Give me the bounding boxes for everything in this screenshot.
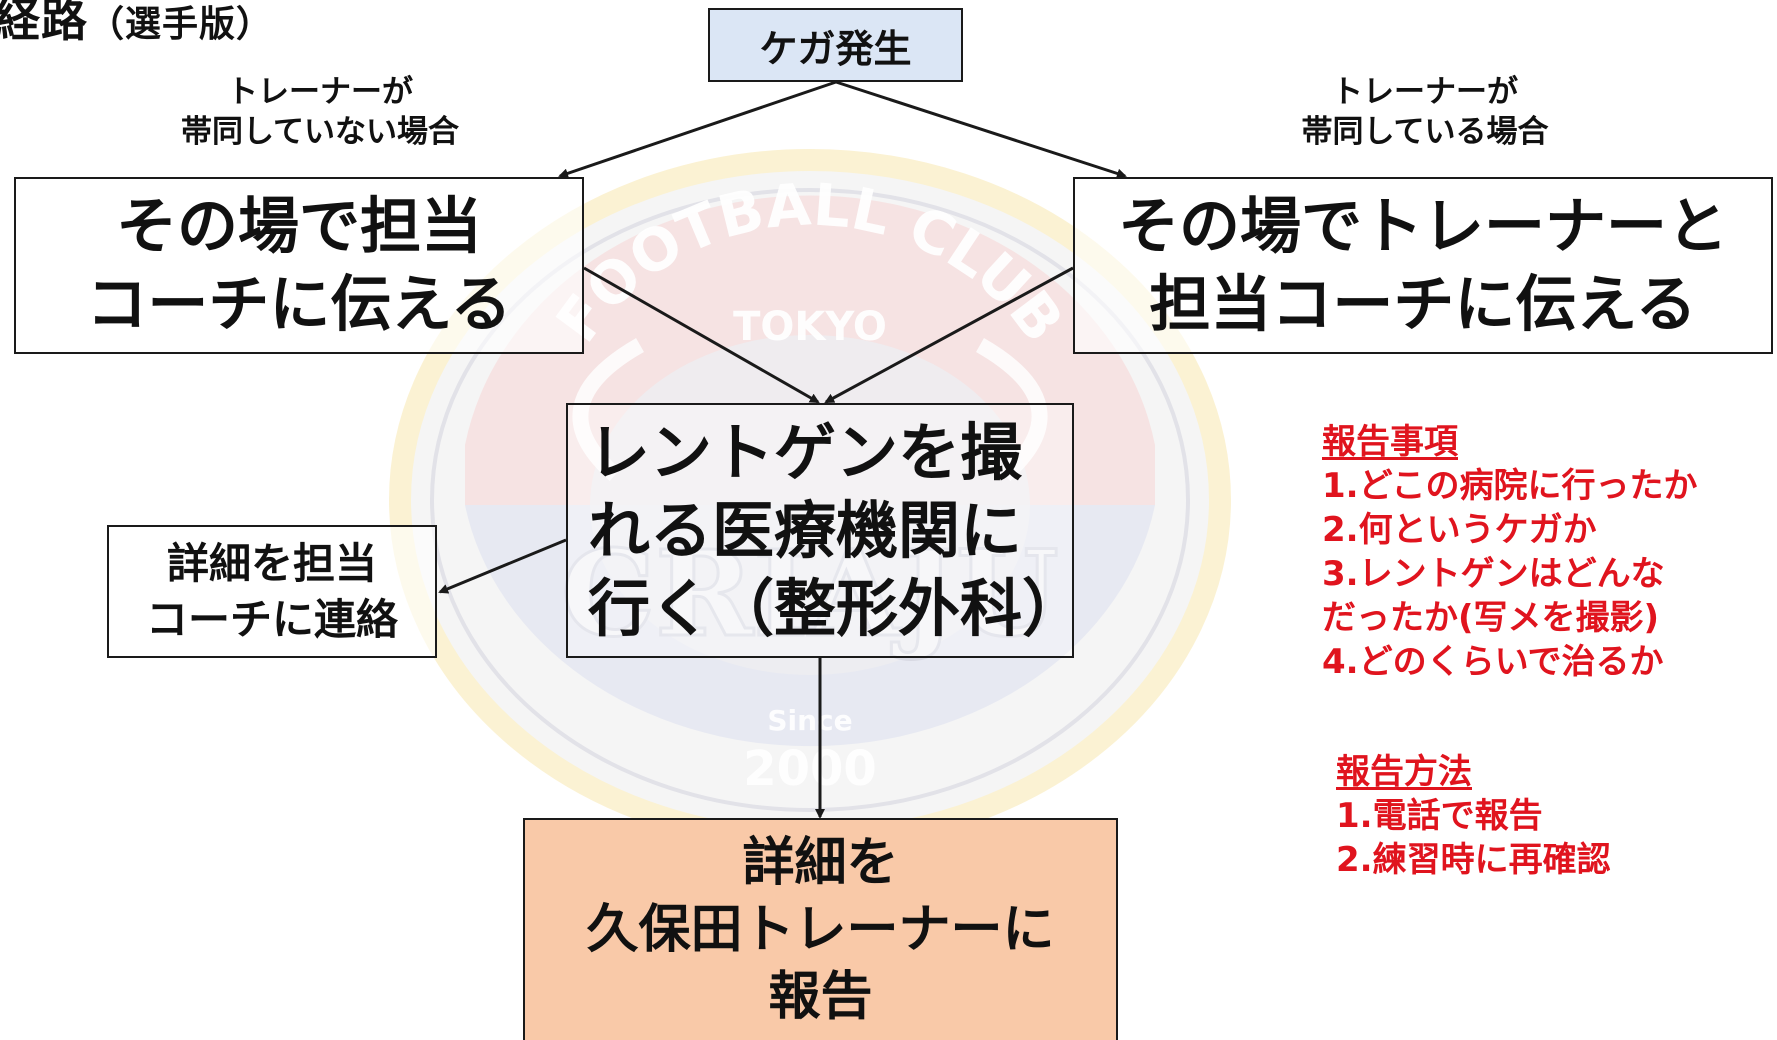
node-go-to-hospital: レントゲンを撮 れる医療機関に 行く（整形外科）: [566, 403, 1084, 658]
node-tell-coach-line: その場で担当: [115, 190, 482, 262]
arrow-left-to-hospital: [583, 266, 820, 404]
report-item: 4.どのくらいで治るか: [1322, 642, 1664, 682]
report-method-item: 2.練習時に再確認: [1336, 840, 1611, 880]
report-item: だったか(写メを撮影): [1322, 598, 1660, 638]
condition-label-right: トレーナーが 帯同している場合: [1225, 72, 1625, 152]
page-title-sub: （選手版）: [88, 4, 274, 45]
node-tell-coach: その場で担当 コーチに伝える: [14, 177, 584, 354]
start-node-label: ケガ発生: [759, 26, 912, 71]
emblem-name: CRIAJU: [561, 524, 1058, 663]
emblem-year: 2000: [743, 741, 877, 797]
condition-left-line: 帯同していない場合: [180, 114, 460, 150]
node-hospital-line: レントゲンを撮: [588, 415, 1023, 489]
emblem-since: Since: [767, 704, 852, 737]
node-tell-trainer-and-coach: その場でトレーナーと 担当コーチに伝える: [1073, 177, 1773, 354]
report-items-heading: 報告事項: [1322, 422, 1458, 462]
page-title: 経路（選手版）: [0, 0, 273, 50]
report-item: 3.レントゲンはどんな: [1322, 554, 1665, 594]
page-title-main: 経路: [0, 0, 88, 47]
club-emblem-watermark: FOOTBALL CLUB TOKYO CRIAJU Since 2000: [389, 149, 1231, 845]
node-contact-coach: 詳細を担当 コーチに連絡: [107, 525, 437, 658]
node-hospital-line: 行く（整形外科）: [588, 571, 1085, 645]
node-tell-coach-line: コーチに伝える: [86, 268, 512, 340]
node-tell-trainer-line: その場でトレーナーと: [1117, 190, 1728, 262]
node-final-line: 久保田トレーナーに: [586, 899, 1055, 960]
condition-right-line: 帯同している場合: [1301, 114, 1549, 150]
report-method-heading: 報告方法: [1336, 752, 1472, 792]
report-item: 1.どこの病院に行ったか: [1322, 466, 1698, 506]
start-node: ケガ発生: [708, 8, 963, 82]
node-report-to-trainer: 詳細を 久保田トレーナーに 報告: [523, 818, 1118, 1040]
report-method-note: 報告方法 1.電話で報告 2.練習時に再確認: [1336, 750, 1611, 882]
condition-label-left: トレーナーが 帯同していない場合: [120, 72, 520, 152]
node-contact-coach-line: コーチに連絡: [145, 594, 398, 644]
report-item: 2.何というケガか: [1322, 510, 1597, 550]
report-items-note: 報告事項 1.どこの病院に行ったか 2.何というケガか 3.レントゲンはどんな …: [1322, 420, 1698, 684]
node-tell-trainer-line: 担当コーチに伝える: [1149, 268, 1697, 340]
condition-left-line: トレーナーが: [227, 74, 413, 110]
emblem-city: TOKYO: [733, 304, 887, 350]
arrow-start-to-right: [835, 80, 1127, 179]
arrow-right-to-hospital: [824, 266, 1074, 404]
node-final-line: 詳細を: [742, 832, 899, 893]
node-final-line: 報告: [768, 966, 873, 1027]
node-hospital-line: れる医療機関に: [588, 493, 1023, 567]
arrow-hospital-to-coach: [438, 538, 567, 594]
condition-right-line: トレーナーが: [1332, 74, 1518, 110]
arrow-start-to-left: [558, 80, 837, 179]
report-method-item: 1.電話で報告: [1336, 796, 1543, 836]
node-contact-coach-line: 詳細を担当: [166, 538, 377, 588]
